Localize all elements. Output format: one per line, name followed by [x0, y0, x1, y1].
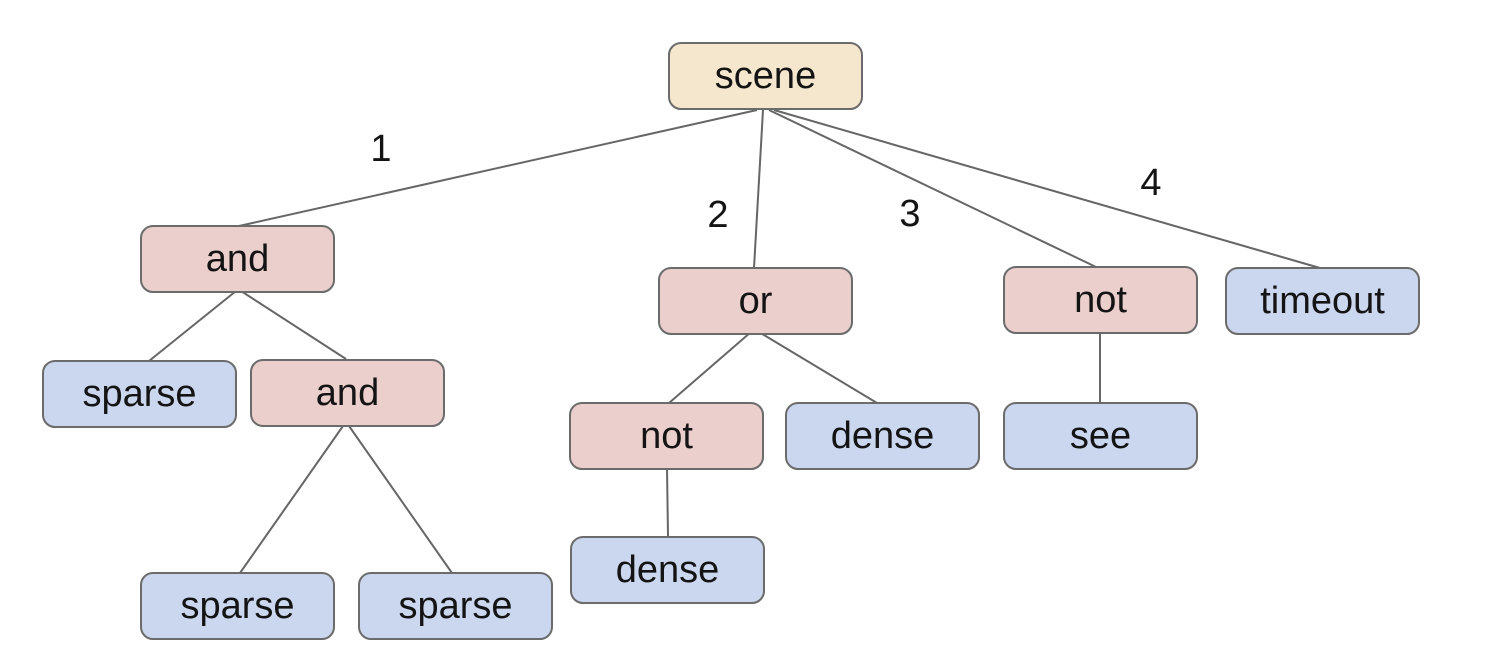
node-see: see — [1003, 402, 1198, 470]
node-not-1: not — [1003, 266, 1198, 334]
edge-not2-dense — [666, 467, 669, 537]
node-not-2: not — [569, 402, 764, 470]
node-and-2: and — [250, 359, 445, 427]
edge-label-4: 4 — [1140, 162, 1162, 204]
node-dense-1: dense — [785, 402, 980, 470]
node-scene: scene — [668, 42, 863, 110]
edge-or-not — [668, 331, 752, 404]
edge-scene-or — [753, 109, 764, 269]
edge-scene-and — [238, 109, 758, 227]
node-sparse-3: sparse — [358, 572, 553, 640]
node-and-1: and — [140, 225, 335, 293]
edge-and2-sparse-r — [348, 425, 453, 574]
edge-scene-not — [768, 109, 1097, 268]
node-dense-2: dense — [570, 536, 765, 604]
node-or-1: or — [658, 267, 853, 335]
edge-label-1: 1 — [370, 128, 392, 170]
edge-and2-sparse-l — [239, 425, 344, 574]
node-sparse-2: sparse — [140, 572, 335, 640]
edge-label-3: 3 — [899, 193, 921, 235]
edge-and-and — [240, 290, 347, 360]
edge-label-2: 2 — [707, 194, 729, 236]
edge-and-sparse — [148, 290, 237, 362]
node-sparse-1: sparse — [42, 360, 237, 428]
edge-or-dense — [758, 331, 878, 404]
node-timeout: timeout — [1225, 267, 1420, 335]
edge-scene-timeout — [773, 109, 1321, 269]
